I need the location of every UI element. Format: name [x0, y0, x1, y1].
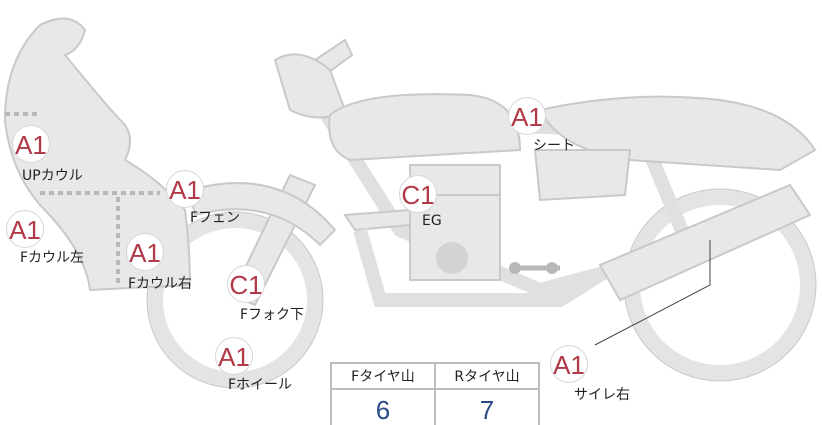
part-label: Fホイール [228, 377, 293, 393]
part-label: シート [533, 138, 575, 154]
tire-tread-table: Fタイヤ山 Rタイヤ山 6 7 [330, 362, 540, 425]
rear-tire-value: 7 [434, 388, 540, 425]
grade-badge: A1 [12, 125, 50, 163]
grade-badge: C1 [227, 265, 265, 303]
grade-badge: A1 [215, 337, 253, 375]
part-label: UPカウル [22, 168, 83, 184]
rear-tire-header: Rタイヤ山 [434, 362, 540, 390]
grade-badge: A1 [166, 170, 204, 208]
part-label: サイレ右 [574, 387, 630, 403]
grade-badge: A1 [6, 210, 44, 248]
part-label: EG [422, 213, 442, 229]
front-tire-value: 6 [330, 388, 436, 425]
grade-badge: C1 [399, 175, 437, 213]
grade-badge: A1 [508, 97, 546, 135]
part-label: Fフォク下 [240, 307, 305, 323]
part-label: Fカウル左 [20, 250, 85, 266]
part-label: Fフェン [190, 210, 241, 226]
grade-badge: A1 [126, 233, 164, 271]
grade-badge: A1 [550, 345, 588, 383]
part-label: Fカウル右 [128, 276, 193, 292]
front-tire-header: Fタイヤ山 [330, 362, 436, 390]
